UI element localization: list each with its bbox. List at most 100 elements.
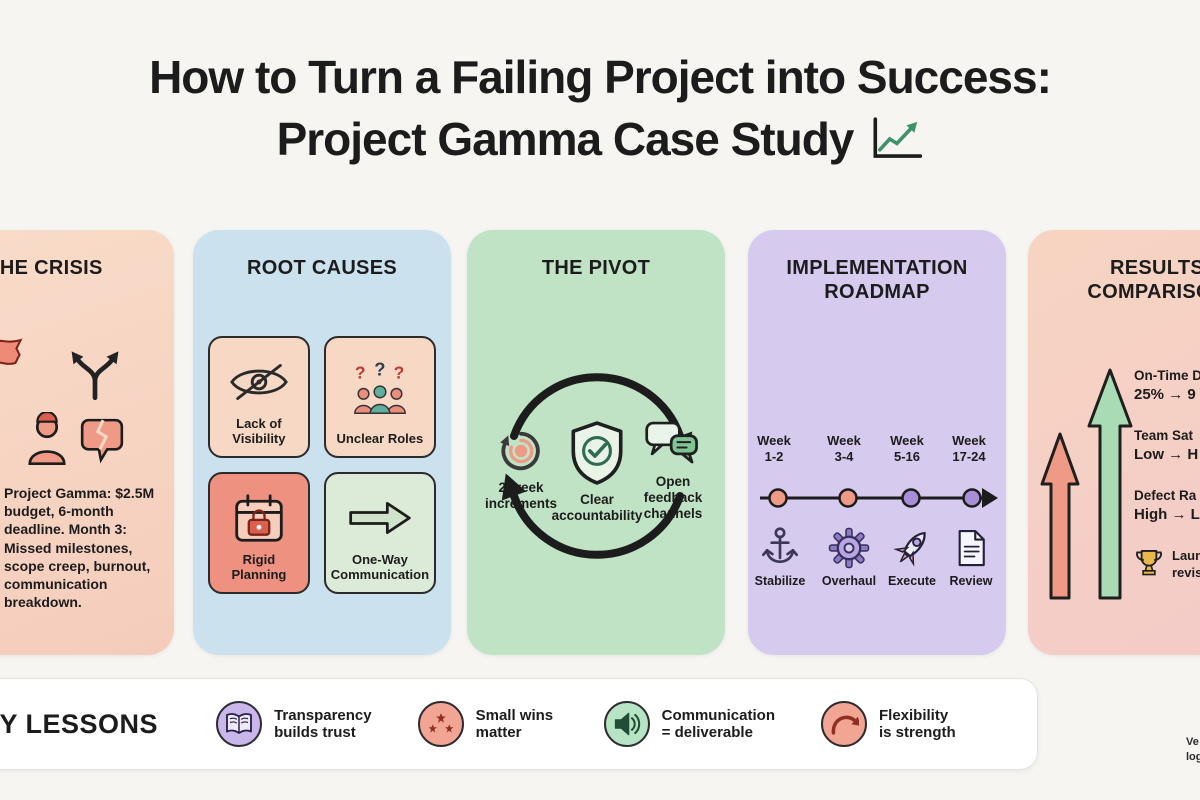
growth-arrows: [1040, 368, 1133, 600]
growth-chart-icon: [873, 117, 923, 158]
lesson-label: Small wins matter: [475, 706, 554, 741]
metric-on-time: On-Time D 25% → 9: [1134, 368, 1200, 403]
locked-calendar-icon: [233, 482, 285, 553]
panel-pivot-title: THE PIVOT: [541, 257, 651, 279]
results-title-line2: COMPARISON: [1087, 281, 1200, 303]
watermark-line1: Ve: [1186, 736, 1199, 748]
panel-roadmap: IMPLEMENTATION ROADMAP Week 1-2 Week 3-4…: [748, 230, 1006, 655]
cause-label: One-Way Communication: [330, 552, 430, 583]
panel-roadmap-title: IMPLEMENTATION ROADMAP: [758, 256, 996, 304]
panel-crisis: THE CRISIS Project Gamma: $2.5M budget, …: [0, 230, 174, 655]
speaker-icon: [603, 701, 650, 747]
pivot-item-increments: 2-week increments: [473, 428, 569, 512]
phase-label: Overhaul: [821, 574, 877, 588]
rocket-icon: [893, 531, 926, 567]
week-label-2: Week 3-4: [814, 433, 874, 466]
week-label-4: Week 17-24: [936, 433, 1002, 466]
metric-value: High → L: [1134, 506, 1200, 523]
cause-card-rigid-planning: Rigid Planning: [208, 472, 310, 594]
metric-name: On-Time D: [1134, 368, 1200, 383]
metric-team-satisfaction: Team Sat Low → H: [1134, 428, 1200, 463]
phase-label: Execute: [888, 574, 936, 588]
roadmap-title-line1: IMPLEMENTATION: [786, 257, 968, 279]
week-word: Week: [757, 433, 791, 448]
pivot-diagram: 2-week increments Clear accountability: [467, 300, 725, 655]
phase-overhaul: Overhaul: [817, 526, 881, 588]
lesson-communication: Communication = deliverable: [603, 701, 775, 747]
title-line2-row: Project Gamma Case Study: [0, 112, 1200, 166]
svg-text:?: ?: [374, 361, 385, 379]
root-causes-grid: Lack of Visibility ? ? ?: [208, 336, 436, 594]
up-arrow-salmon-icon: [1040, 432, 1080, 600]
metric-name: Laun: [1172, 548, 1200, 563]
cause-label: Rigid Planning: [231, 552, 287, 583]
panel-crisis-title: THE CRISIS: [0, 257, 103, 279]
metric-launch-text: Laun revis: [1172, 548, 1200, 582]
cause-label: Unclear Roles: [336, 431, 424, 447]
up-arrow-green-icon: [1087, 368, 1133, 600]
phase-execute: Execute: [880, 526, 944, 588]
metric-launch: Laun revis: [1134, 548, 1200, 582]
lesson-label: Communication = deliverable: [661, 706, 775, 741]
watermark-line2: log: [1186, 750, 1200, 763]
watermark: Ve log: [1186, 735, 1200, 765]
week-label-1: Week 1-2: [744, 433, 804, 466]
results-title-line1: RESULTS: [1110, 257, 1200, 279]
timeline-arrow: [760, 488, 998, 508]
svg-text:?: ?: [393, 362, 404, 382]
week-range: 1-2: [764, 449, 784, 465]
week-word: Week: [827, 433, 861, 448]
panel-root-causes: ROOT CAUSES Lack of Visibility ?: [193, 230, 451, 655]
chat-bubbles-icon: [645, 421, 698, 464]
torn-flag-icon: [0, 338, 23, 365]
trophy-icon: [1136, 550, 1162, 576]
lesson-transparency: Transparency builds trust: [216, 701, 372, 747]
lesson-small-wins: Small wins matter: [417, 701, 558, 747]
metric-name: Defect Ra: [1134, 488, 1197, 503]
week-word: Week: [890, 433, 924, 448]
svg-text:?: ?: [355, 362, 366, 382]
gear-icon: [828, 527, 870, 569]
crisis-description: Project Gamma: $2.5M budget, 6-month dea…: [4, 485, 155, 611]
metric-defect-rate: Defect Ra High → L: [1134, 488, 1200, 523]
metric-value: 25% → 9: [1134, 386, 1196, 403]
results-metrics: On-Time D 25% → 9 Team Sat Low → H Defec…: [1134, 368, 1200, 607]
cause-card-unclear-roles: ? ? ? Unclear Roles: [323, 336, 436, 458]
anchor-icon: [761, 527, 799, 563]
burnout-person-icon: [28, 412, 66, 466]
lesson-label: Transparency builds trust: [274, 706, 372, 741]
phase-label: Review: [949, 574, 993, 588]
unclear-roles-icon: ? ? ?: [349, 346, 411, 432]
cause-label: Lack of Visibility: [232, 416, 286, 447]
pivot-item-label: Open feedback channels: [643, 474, 703, 522]
phase-review: Review: [939, 526, 1003, 588]
week-range: 5-16: [893, 449, 921, 465]
metric-value: Low → H: [1134, 446, 1199, 463]
curved-arrow-icon: [820, 701, 867, 747]
pivot-item-feedback: Open feedback channels: [627, 418, 719, 523]
lesson-label: Flexibility is strength: [878, 706, 956, 741]
week-range: 3-4: [834, 449, 854, 465]
cycle-increments-icon: [500, 431, 540, 471]
metric-name: Team Sat: [1134, 428, 1194, 443]
pivot-item-accountability: Clear accountability: [545, 420, 649, 524]
main-title: How to Turn a Failing Project into Succe…: [0, 50, 1200, 166]
book-icon: [216, 701, 263, 747]
key-lessons-title: KEY LESSONS: [0, 708, 159, 739]
panel-results: RESULTS COMPARISON On-Time D 25% → 9 Tea…: [1028, 230, 1200, 655]
panel-results-title: RESULTS COMPARISON: [1038, 256, 1200, 304]
week-range: 17-24: [952, 449, 986, 465]
key-lessons-bar: KEY LESSONS Transparency builds trust Sm…: [0, 678, 1038, 770]
cause-card-lack-of-visibility: Lack of Visibility: [208, 336, 310, 458]
stars-icon: [417, 701, 464, 747]
title-line2: Project Gamma Case Study: [276, 113, 855, 165]
eye-off-icon: [228, 346, 290, 417]
one-way-arrow-icon: [347, 482, 413, 553]
week-label-3: Week 5-16: [875, 433, 939, 466]
title-line1: How to Turn a Failing Project into Succe…: [149, 51, 1052, 103]
broken-speech-bubble-icon: [80, 418, 124, 464]
cause-card-one-way-communication: One-Way Communication: [323, 472, 436, 594]
shield-check-icon: [571, 421, 623, 485]
panel-root-causes-title: ROOT CAUSES: [247, 257, 397, 279]
